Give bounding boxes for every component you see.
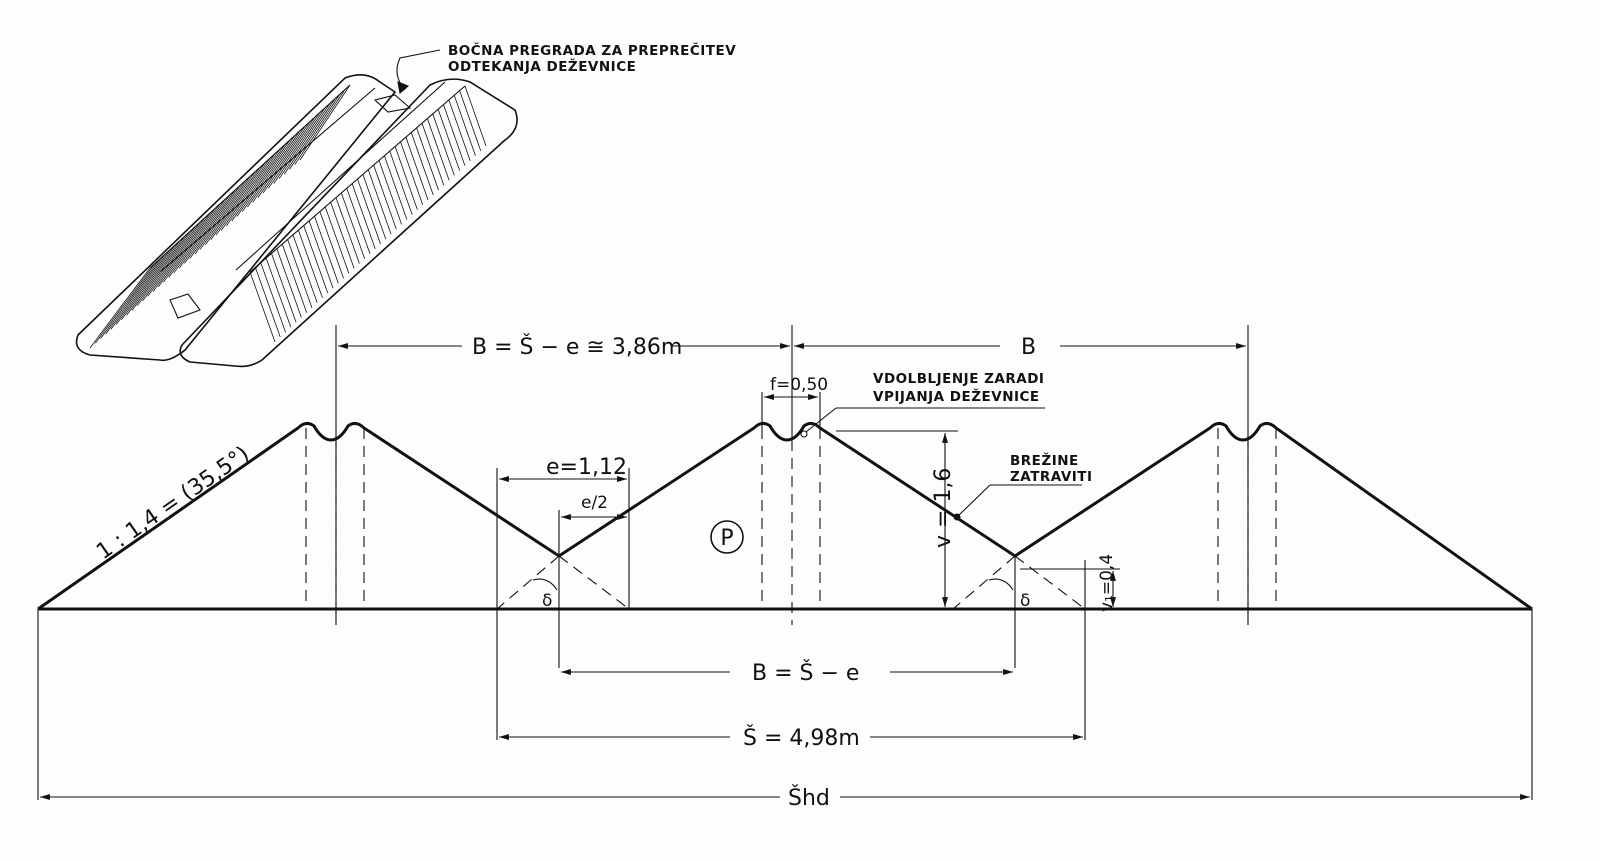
dim-e: e=1,12 <box>499 455 627 482</box>
dim-f-label: f=0,50 <box>770 375 828 395</box>
angle-left: δ <box>532 578 558 611</box>
dim-v1: v₁=0,4 <box>1020 554 1120 612</box>
dim-S: Š = 4,98m <box>499 725 1083 751</box>
dim-B-mid-label: B = Š − e <box>752 660 859 686</box>
note-vdol-line1: VDOLBLJENJE ZARADI <box>873 371 1044 387</box>
iso-note-line1: BOČNA PREGRADA ZA PREPREČITEV <box>448 41 736 59</box>
dim-B-top-left: B = Š − e ≅ 3,86m <box>338 334 790 360</box>
note-brezine: BREŽINE ZATRAVITI <box>953 452 1093 521</box>
note-vdolbljenje: VDOLBLJENJE ZARADI VPIJANJA DEŽEVNICE <box>800 371 1045 438</box>
dim-e-label: e=1,12 <box>546 455 627 480</box>
profile-marker: P <box>710 520 744 554</box>
dim-v: v = 1,6 <box>836 430 958 607</box>
dim-e-half: e/2 <box>558 493 627 556</box>
crest-dashed-verticals <box>305 428 1277 625</box>
isometric-sketch <box>75 49 518 368</box>
dim-S-hd: Šhd <box>40 785 1530 811</box>
valley-extensions <box>496 555 1086 610</box>
slope-label: 1 : 1,4 = (35,5°) <box>92 442 254 565</box>
dim-f: f=0,50 <box>761 375 828 428</box>
embankment-profile <box>37 421 1533 611</box>
dim-S-hd-label: Šhd <box>788 785 830 811</box>
dim-B-top-right-label: B <box>1021 335 1036 360</box>
dim-B-mid: B = Š − e <box>561 660 1013 686</box>
note-vdol-line2: VPIJANJA DEŽEVNICE <box>873 388 1040 405</box>
angle-left-label: δ <box>542 591 552 611</box>
iso-note-line2: ODTEKANJA DEŽEVNICE <box>448 58 636 75</box>
angle-right-label: δ <box>1020 591 1030 611</box>
axis-lines <box>37 325 1533 800</box>
dim-v1-label: v₁=0,4 <box>1097 554 1117 612</box>
note-brez-line2: ZATRAVITI <box>1010 469 1093 485</box>
dim-v-label: v = 1,6 <box>931 468 956 548</box>
profile-marker-label: P <box>720 526 733 551</box>
dim-B-top-right: B <box>794 335 1246 360</box>
dim-B-top-left-label: B = Š − e ≅ 3,86m <box>472 334 682 360</box>
dim-e-half-label: e/2 <box>581 493 608 513</box>
dim-S-label: Š = 4,98m <box>743 725 860 751</box>
note-brez-line1: BREŽINE <box>1010 452 1079 469</box>
angle-right: δ <box>988 578 1030 611</box>
